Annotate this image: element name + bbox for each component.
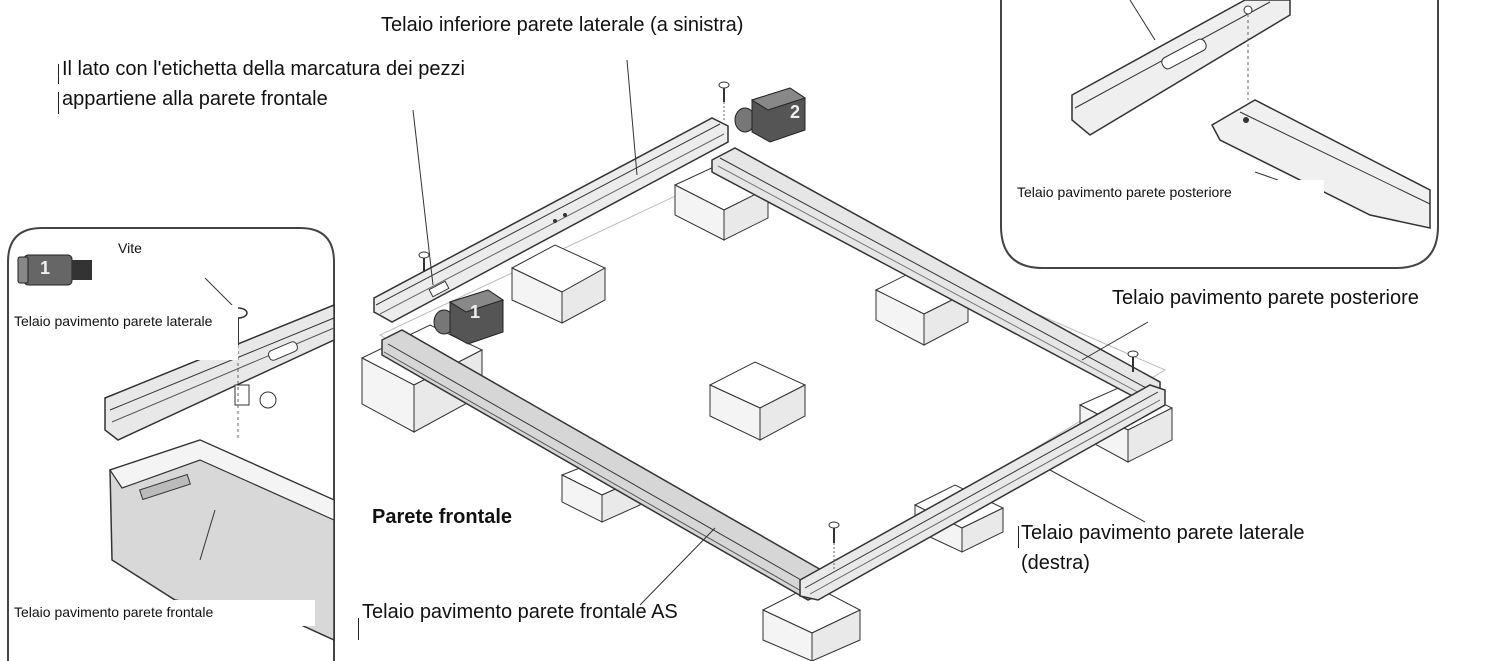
screw-icon — [718, 81, 730, 122]
bolt-marker-2-number: 2 — [790, 102, 801, 122]
inset-left-bolt-number: 1 — [40, 258, 51, 278]
inset-left-panel — [7, 227, 335, 661]
label-telaio-inferiore-sinistra: Telaio inferiore parete laterale (a sini… — [381, 14, 744, 36]
support-block — [708, 361, 807, 441]
right-side-rail — [799, 384, 1166, 601]
support-block — [510, 244, 607, 324]
label-lato-etichetta-line2: appartiene alla parete frontale — [62, 88, 328, 110]
inset-left-label-telaio-laterale: Telaio pavimento parete laterale — [14, 313, 213, 329]
inset-left-side-rail — [104, 303, 335, 441]
inset-left-label-vite: Vite — [118, 240, 142, 256]
label-parete-frontale: Parete frontale — [372, 506, 513, 528]
left-side-rail — [373, 117, 729, 323]
label-lato-etichetta-line1: Il lato con l'etichetta della marcatura … — [62, 58, 465, 80]
screw-icon — [1127, 350, 1139, 372]
support-block — [673, 164, 770, 241]
label-telaio-pavimento-frontale-as: Telaio pavimento parete frontale AS — [362, 601, 678, 623]
label-telaio-pavimento-laterale-destra-line1: Telaio pavimento parete laterale — [1021, 522, 1305, 544]
inset-left-bolt-icon — [17, 254, 92, 286]
support-block — [761, 584, 862, 661]
inset-right-label-telaio-posteriore: Telaio pavimento parete posteriore — [1017, 184, 1232, 200]
inset-left-label-telaio-frontale: Telaio pavimento parete frontale — [14, 604, 214, 620]
screw-icon — [828, 521, 840, 572]
label-telaio-pavimento-posteriore: Telaio pavimento parete posteriore — [1112, 287, 1419, 309]
bolt-marker-1-number: 1 — [470, 302, 481, 322]
label-telaio-pavimento-laterale-destra-line2: (destra) — [1021, 552, 1090, 574]
bolt-marker-2-icon — [734, 87, 807, 143]
inset-right-panel — [1000, 0, 1439, 269]
leader-lines — [412, 59, 1279, 606]
bolt-marker-1-icon — [433, 289, 505, 345]
main-assembly — [360, 81, 1174, 661]
screw-icon — [418, 251, 430, 272]
